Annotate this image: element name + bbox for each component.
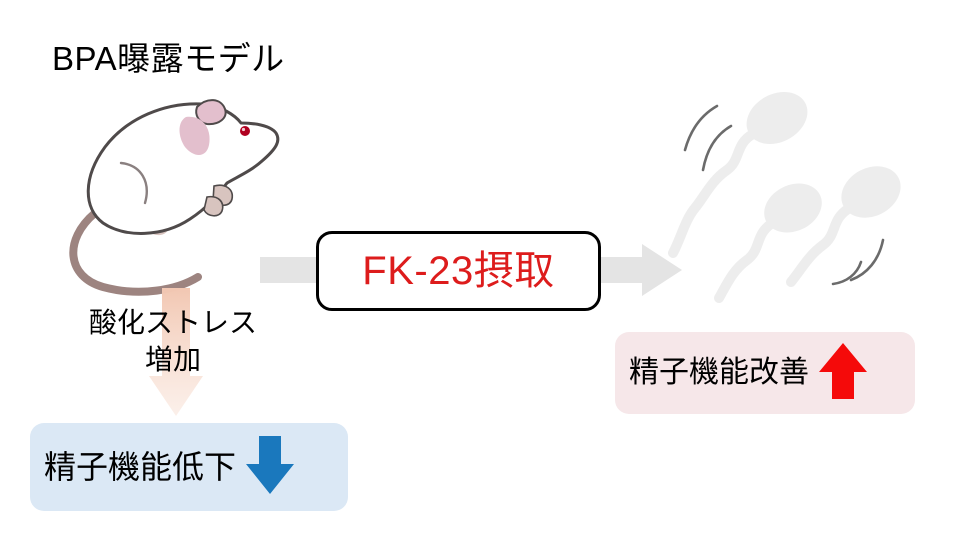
outcome-after-panel: 精子機能改善 [615,332,915,414]
down-arrow-icon [244,434,296,501]
up-arrow-icon [817,341,869,406]
oxidative-stress-label: 酸化ストレス 増加 [48,305,298,379]
treatment-box[interactable]: FK-23摂取 [316,231,601,311]
oxidative-stress-line2: 増加 [144,343,201,375]
mouse-icon [55,85,305,305]
treatment-label: FK-23摂取 [362,249,555,293]
page-title: BPA曝露モデル [52,40,285,77]
outcome-before-panel: 精子機能低下 [30,423,348,511]
outcome-after-label: 精子機能改善 [629,356,809,389]
sperm-cells-icon [665,88,910,313]
oxidative-stress-line1: 酸化ストレス [88,307,257,338]
oxidative-stress-arrow [145,288,207,420]
outcome-before-label: 精子機能低下 [44,449,237,485]
